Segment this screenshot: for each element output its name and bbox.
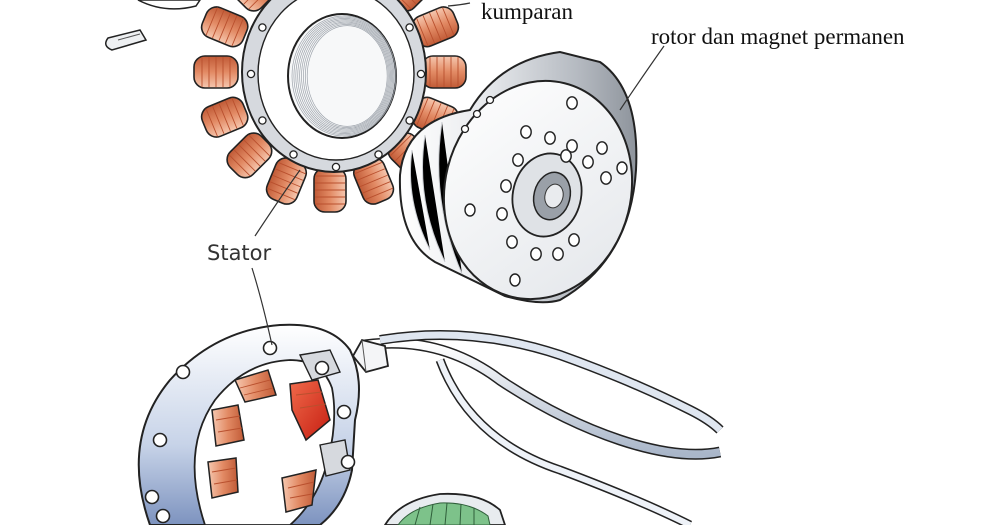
rotor-hole (616, 161, 628, 175)
rotor-hole (582, 155, 594, 169)
stator-coil (313, 167, 347, 213)
upper-stator-with-coils (193, 0, 467, 213)
pole-winding-line (213, 479, 238, 485)
pole-winding-line (243, 387, 274, 396)
stator-coil (226, 132, 273, 179)
lower-ring-hole (144, 489, 160, 505)
label-rotor-magnet: rotor dan magnet permanen (651, 24, 905, 49)
bore-thread (293, 16, 396, 136)
pole-winding-line (215, 415, 241, 421)
stator-coil (200, 6, 249, 48)
rotor-hole (566, 139, 578, 153)
bore-thread (297, 19, 394, 133)
lower-ring-hole (336, 404, 352, 420)
stator-hole (416, 69, 426, 79)
stator-hole (246, 69, 256, 79)
pole-winding-line (211, 467, 237, 473)
pole-winding-line (217, 427, 243, 433)
rotor-permanent-magnet (398, 50, 638, 304)
pole-winding-line (295, 391, 323, 396)
lower-stator-pole-coil (289, 379, 331, 442)
rotor-hole (509, 273, 521, 287)
leader-lines (251, 2, 665, 346)
leader-stator-upper (254, 169, 301, 237)
leader-stator-lower (251, 267, 273, 346)
stator-coil (193, 55, 239, 89)
bore-thread (306, 25, 388, 127)
rotor-hole (506, 235, 518, 249)
lower-ring-hole (152, 432, 168, 448)
bore-thread (295, 18, 395, 134)
rotor-hole (512, 153, 524, 167)
bore-thread (291, 15, 397, 137)
lower-ring-hole (314, 360, 330, 376)
top-left-fragment (105, 0, 201, 51)
lower-stator-pole-coil (233, 369, 277, 403)
stator-hole (405, 23, 414, 32)
leader-rotor (619, 45, 665, 111)
stator-coil (200, 96, 249, 138)
stator-hole (289, 150, 298, 159)
label-stator: Stator (207, 241, 272, 265)
rotor-hole (464, 203, 476, 217)
pole-winding-line (239, 379, 271, 389)
rotor-hole (568, 233, 580, 247)
stator-coil (265, 157, 308, 205)
connection-wires (351, 330, 724, 525)
bore-thread (299, 20, 392, 132)
stator-hole (405, 116, 414, 125)
lower-ring-hole (262, 340, 278, 356)
bore-thread (301, 21, 391, 131)
stator-hole (374, 150, 383, 159)
lower-stator-ring (137, 323, 360, 525)
pole-winding-line (287, 481, 315, 489)
stator-coil (226, 0, 273, 12)
lower-ring-hole (340, 454, 356, 470)
lower-stator-pole-coil (207, 457, 239, 499)
rotor-hole (544, 131, 556, 145)
pole-winding-line (289, 493, 313, 499)
lower-ring-bracket (319, 439, 351, 477)
bottom-winding (383, 492, 506, 525)
stator-coil (421, 55, 467, 89)
rotor-hole (496, 207, 508, 221)
rotor-hole (566, 96, 578, 110)
leader-kumparan (447, 2, 471, 7)
stator-hole (258, 23, 267, 32)
pole-winding-line (299, 403, 327, 409)
lower-ring-hole (175, 364, 191, 380)
lower-stator-pole-coil (281, 469, 317, 513)
rotor-hole (552, 247, 564, 261)
rotor-hole (520, 125, 532, 139)
rotor-hole (596, 141, 608, 155)
lower-ring-hole (155, 508, 171, 524)
rotor-hole (530, 247, 542, 261)
stator-hole (258, 116, 267, 125)
stator-coil (411, 6, 460, 48)
rotor-bolt-holes (464, 96, 628, 287)
lower-stator-pole-coil (211, 404, 245, 447)
rotor-hole (560, 149, 572, 163)
bore-thread (303, 22, 390, 130)
stator-coil (352, 157, 395, 205)
bore-thread (304, 24, 389, 128)
label-kumparan: kumparan (481, 0, 573, 24)
rotor-hole (600, 171, 612, 185)
rotor-side-dots (460, 95, 495, 134)
rotor-hole (500, 179, 512, 193)
stator-hole (331, 162, 341, 172)
